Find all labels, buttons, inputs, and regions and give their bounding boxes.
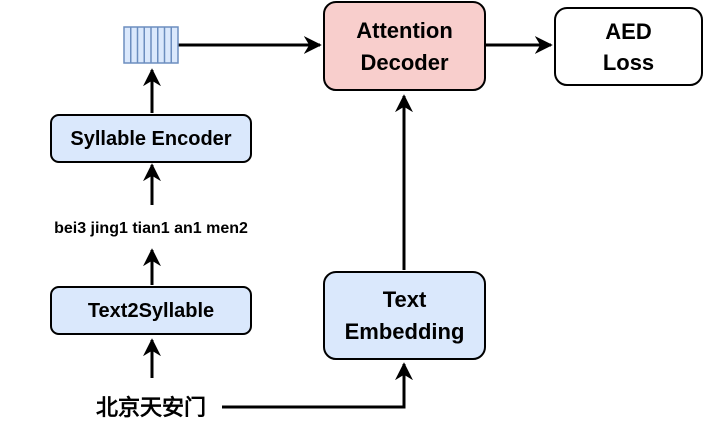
text-embedding-line1: Text [383, 287, 427, 312]
attention-decoder-line2: Decoder [360, 50, 448, 75]
syllable-sequence-label: bei3 jing1 tian1 an1 men2 [54, 220, 248, 237]
text-embedding-node: Text Embedding [323, 271, 486, 360]
encoder-output-features [123, 26, 179, 64]
aed-loss-line1: AED [605, 19, 651, 44]
text-embedding-line2: Embedding [345, 319, 465, 344]
input-text-label: 北京天安门 [96, 395, 206, 420]
aed-loss-node: AED Loss [554, 7, 703, 86]
arrow-input-to-embedding [222, 362, 413, 409]
syllable-encoder-label: Syllable Encoder [70, 128, 231, 150]
attention-decoder-node: Attention Decoder [323, 1, 486, 91]
attention-decoder-line1: Attention [356, 18, 453, 43]
text2syllable-node: Text2Syllable [50, 286, 252, 335]
aed-loss-line2: Loss [603, 50, 654, 75]
syllable-encoder-node: Syllable Encoder [50, 114, 252, 163]
text2syllable-label: Text2Syllable [88, 300, 214, 322]
